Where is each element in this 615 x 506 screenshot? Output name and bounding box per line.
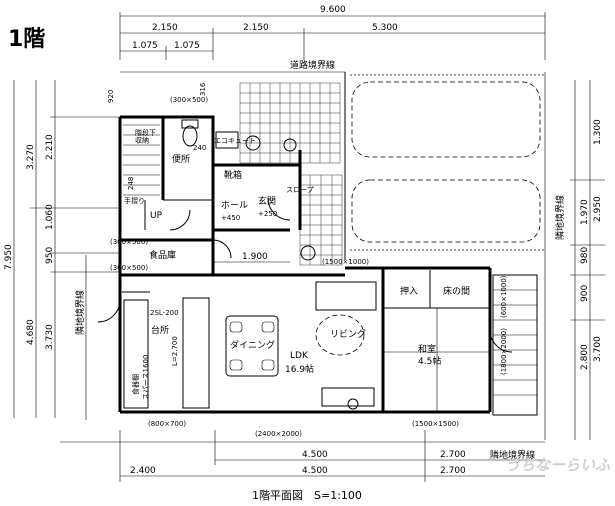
dim-win-genkan: (1500×1000) <box>322 258 369 266</box>
neighbor-bottom-label: 隣地境界線 <box>490 449 535 461</box>
dim-win-right-top: (600×1000) <box>500 275 508 318</box>
dim-bottom-a: 4.500 <box>302 450 328 460</box>
label-living: リビング <box>330 328 366 340</box>
dim-left-total: 7.950 <box>4 244 14 270</box>
label-ldk: LDK <box>290 351 309 361</box>
dim-top-a: 2.150 <box>152 23 178 33</box>
label-washitsu-size: 4.5帖 <box>418 355 441 367</box>
label-pantry: 食品庫 <box>149 249 176 261</box>
label-dining: ダイニング <box>230 339 275 351</box>
dim-left-e: 950 <box>45 247 55 264</box>
plan-caption: 1階平面図 S=1:100 <box>252 488 362 502</box>
room-labels: 階段下収納 便所 手摺り UP 靴箱 ホール +450 玄関 +250 スロープ… <box>124 128 470 400</box>
dim-left-248: 248 <box>127 177 135 190</box>
dim-left-f: 3.730 <box>45 324 55 350</box>
dim-top-e: 1.075 <box>174 41 200 51</box>
washitsu-tatami <box>383 308 490 412</box>
top-dimensions: 9.600 2.150 2.150 5.300 1.075 1.075 道路境界… <box>119 5 546 73</box>
right-strip <box>492 274 538 416</box>
sofa-area <box>315 281 377 407</box>
dim-bottom-d: 4.500 <box>302 466 328 476</box>
label-shoebox: 靴箱 <box>224 169 242 181</box>
label-sink: 2SL-200 <box>150 309 179 317</box>
label-oshiire: 押入 <box>400 285 418 297</box>
dim-tub: (300×500) <box>170 96 208 104</box>
left-dimensions: 7.950 3.270 4.680 2.210 1.060 950 3.730 … <box>4 80 207 420</box>
dim-top-b: 2.150 <box>243 23 269 33</box>
dim-win-washitsu: (1500×1500) <box>412 420 459 428</box>
dim-bottom-e: 2.700 <box>440 466 466 476</box>
stair <box>123 124 160 230</box>
parking-area <box>344 72 545 260</box>
label-washitsu: 和室 <box>418 343 436 355</box>
dim-hall-width: 1.900 <box>242 252 268 262</box>
label-shokki: 食器棚 <box>131 374 140 395</box>
dim-bottom-c: 2.400 <box>130 466 156 476</box>
label-genkan: 玄関 <box>258 195 276 207</box>
plan-title: 1階 <box>8 27 45 52</box>
dining-set <box>225 315 279 377</box>
dim-win-pantry-2: (300×500) <box>110 264 148 272</box>
dim-left-b: 4.680 <box>26 319 36 345</box>
label-slope: スロープ <box>286 186 314 194</box>
label-ldk-size: 16.9帖 <box>285 363 314 375</box>
dim-right-c: 2.950 <box>593 196 603 222</box>
door-swings <box>97 197 513 353</box>
dim-left-a: 3.270 <box>26 144 36 170</box>
label-handrail: 手摺り <box>124 196 145 205</box>
right-dimensions: 1.300 1.970 2.950 980 900 2.800 3.700 隣地… <box>544 72 605 440</box>
watermark: うちなーらいふ <box>505 456 611 474</box>
dim-right-f: 2.800 <box>580 344 590 370</box>
dim-left-316: 316 <box>199 82 207 96</box>
bottom-dimensions: 隣地境界線 4.500 2.700 2.400 4.500 2.700 1階平面… <box>60 430 611 502</box>
entry-tiles <box>239 82 343 266</box>
neighbor-right-label: 隣地境界線 <box>554 195 566 240</box>
road-boundary-label: 道路境界線 <box>290 59 335 71</box>
dim-top-c: 5.300 <box>372 23 398 33</box>
dim-left-c: 2.210 <box>45 134 55 160</box>
dim-win-pantry: (300×500) <box>110 238 148 246</box>
label-counter: L=2.700 <box>171 336 179 366</box>
label-up: UP <box>150 211 163 221</box>
label-toilet: 便所 <box>172 153 190 165</box>
label-genkan-level: +250 <box>258 210 277 218</box>
neighbor-left-label: 隣地境界線 <box>74 290 86 335</box>
label-hall: ホール <box>221 200 248 211</box>
dim-right-g: 3.700 <box>593 336 603 362</box>
dim-win-kitchen: (800×700) <box>148 420 186 428</box>
dim-left-d: 1.060 <box>45 204 55 230</box>
dim-right-d: 980 <box>580 247 590 264</box>
label-shokki-width: スパース1600 <box>142 355 150 400</box>
label-tokonoma: 床の間 <box>443 285 470 297</box>
inner-dimensions: (300×500) (300×500) (300×500) 1.900 (800… <box>110 96 508 438</box>
label-kitchen: 台所 <box>151 324 169 336</box>
toilet-fixture <box>181 119 199 147</box>
dim-right-a: 1.300 <box>593 119 603 145</box>
dim-240: 240 <box>193 144 206 152</box>
dim-win-right: (1800×2000) <box>500 328 508 375</box>
label-hall-level: +450 <box>221 214 240 222</box>
dim-bottom-b: 2.700 <box>440 450 466 460</box>
label-stair-storage: 階段下収納 <box>135 128 156 145</box>
dim-top-d: 1.075 <box>132 41 158 51</box>
plants <box>245 135 359 410</box>
dim-right-e: 900 <box>580 285 590 302</box>
dim-left-920: 920 <box>107 90 115 103</box>
dim-right-b: 1.970 <box>580 199 590 225</box>
dim-win-ldk: (2400×2000) <box>255 430 302 438</box>
dim-top-total: 9.600 <box>320 5 346 15</box>
label-ecocute: エコキュート <box>214 137 256 145</box>
ecocute-unit <box>215 131 239 149</box>
